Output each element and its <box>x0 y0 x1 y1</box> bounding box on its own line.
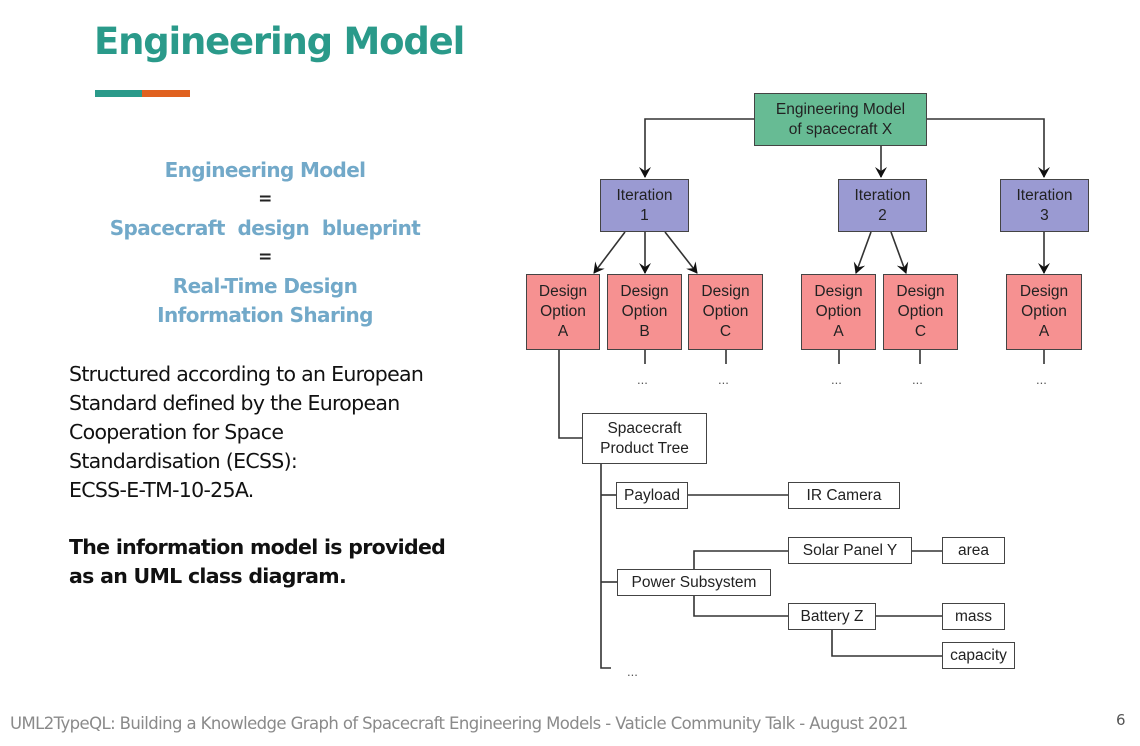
iteration-node: Iteration 1 <box>600 179 689 232</box>
slide-title: Engineering Model <box>94 20 465 63</box>
area-attribute-node: area <box>942 537 1005 564</box>
ellipsis: ... <box>627 664 638 679</box>
body-line: Structured according to an European <box>69 362 424 386</box>
iteration-node: Iteration 3 <box>1000 179 1089 232</box>
edge-root-iteration-1 <box>639 118 754 178</box>
ellipsis: ... <box>637 372 648 387</box>
engineering-model-node: Engineering Model of spacecraft X <box>754 93 927 146</box>
design-option-node: Design Option A <box>801 274 876 350</box>
body-line: as an UML class diagram. <box>69 564 347 588</box>
design-option-node: Design Option C <box>688 274 763 350</box>
definition-line: Spacecraft design blueprint <box>109 216 421 240</box>
design-option-node: Design Option A <box>1006 274 1082 350</box>
iteration-node: Iteration 2 <box>838 179 927 232</box>
definition-line: Engineering Model <box>164 158 366 182</box>
body-line: The information model is provided <box>69 535 446 559</box>
mass-attribute-node: mass <box>942 603 1005 630</box>
page-number: 6 <box>1116 711 1126 729</box>
ellipsis: ... <box>912 372 923 387</box>
edge-iter1-optA <box>593 231 626 274</box>
solar-panel-node: Solar Panel Y <box>788 537 912 564</box>
equals-sign: = <box>258 189 272 209</box>
body-line: Standard defined by the European <box>69 391 400 415</box>
design-option-node: Design Option B <box>607 274 682 350</box>
battery-node: Battery Z <box>788 603 876 630</box>
slide-footer: UML2TypeQL: Building a Knowledge Graph o… <box>10 714 908 733</box>
equals-sign: = <box>258 247 272 267</box>
edge-root-iteration-3 <box>927 118 1050 178</box>
definition-line: Information Sharing <box>157 303 373 327</box>
design-option-node: Design Option A <box>526 274 600 350</box>
ir-camera-node: IR Camera <box>788 482 900 509</box>
edge-iter2-optC <box>890 231 909 274</box>
ellipsis: ... <box>831 372 842 387</box>
capacity-attribute-node: capacity <box>942 642 1015 669</box>
edge-optA-product-tree <box>558 349 582 439</box>
ellipsis: ... <box>1036 372 1047 387</box>
body-line: ECSS-E-TM-10-25A. <box>69 478 254 502</box>
design-option-node: Design Option C <box>883 274 958 350</box>
product-tree-node: Spacecraft Product Tree <box>582 413 707 464</box>
ellipsis: ... <box>718 372 729 387</box>
definition-line: Real-Time Design <box>172 274 358 298</box>
payload-node: Payload <box>616 482 688 509</box>
body-line: Cooperation for Space <box>69 420 284 444</box>
edge-iter1-optC <box>664 231 698 274</box>
power-subsystem-node: Power Subsystem <box>617 569 771 596</box>
title-accent-teal <box>95 90 142 97</box>
edge-iter2-optA <box>853 231 872 274</box>
body-line: Standardisation (ECSS): <box>69 449 298 473</box>
body-paragraph-bold: The information model is provided as an … <box>69 533 479 591</box>
title-accent-orange <box>142 90 190 97</box>
definition-block: Engineering Model = Spacecraft design bl… <box>100 156 430 330</box>
body-paragraph: Structured according to an European Stan… <box>69 360 479 505</box>
